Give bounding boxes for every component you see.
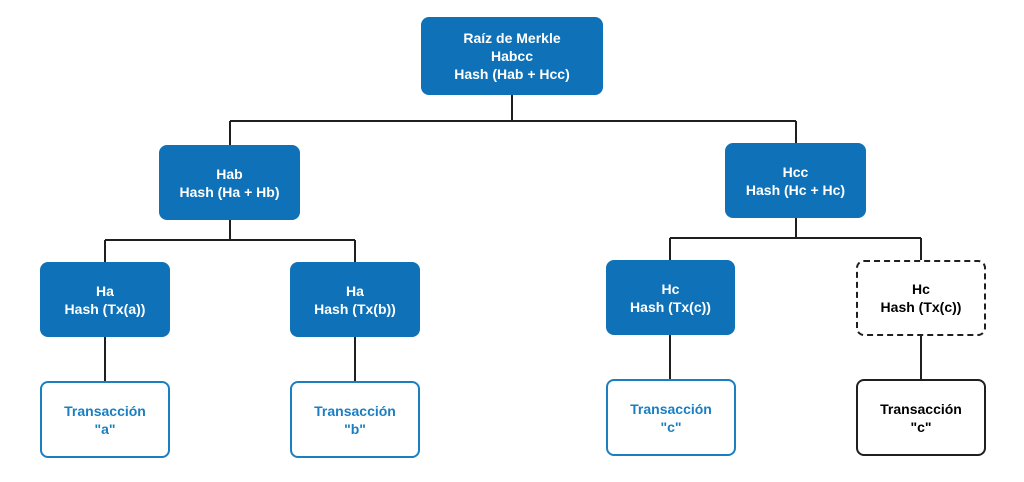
node-line: "a" xyxy=(94,420,116,437)
node-line: Hash (Tx(c)) xyxy=(880,299,962,315)
node-line: Transacción xyxy=(630,400,712,417)
transaction-b-node: Transacción "b" xyxy=(290,381,420,458)
node-line: Hc xyxy=(912,281,930,297)
node-line: Hc xyxy=(661,280,680,297)
hc-node: Hc Hash (Tx(c)) xyxy=(606,260,735,335)
node-line: "c" xyxy=(660,418,682,435)
edge-hcc-children xyxy=(669,218,922,260)
node-line: Hash (Tx(b)) xyxy=(314,300,396,317)
hab-node: Hab Hash (Ha + Hb) xyxy=(159,145,300,220)
node-line: "c" xyxy=(910,418,932,435)
node-line: Hash (Tx(a)) xyxy=(64,300,146,317)
node-line: Hash (Hc + Hc) xyxy=(745,181,846,198)
node-line: Ha xyxy=(96,282,114,299)
node-line: Habcc xyxy=(490,48,534,64)
node-line: Hab xyxy=(216,165,243,182)
transaction-c-duplicate-node: Transacción "c" xyxy=(856,379,986,456)
node-line: Transacción xyxy=(314,402,396,419)
hc-duplicate-node: Hc Hash (Tx(c)) xyxy=(856,260,986,336)
node-line: Transacción xyxy=(64,402,146,419)
transaction-a-node: Transacción "a" xyxy=(40,381,170,458)
hb-node: Ha Hash (Tx(b)) xyxy=(290,262,420,337)
merkle-root-node: Raíz de Merkle Habcc Hash (Hab + Hcc) xyxy=(421,17,603,95)
node-line: Raíz de Merkle xyxy=(463,30,561,46)
node-line: Hash (Tx(c)) xyxy=(630,298,711,315)
transaction-c-node: Transacción "c" xyxy=(606,379,736,456)
node-line: Hcc xyxy=(782,163,809,180)
ha-node: Ha Hash (Tx(a)) xyxy=(40,262,170,337)
node-line: Ha xyxy=(346,282,364,299)
node-line: Transacción xyxy=(880,400,962,417)
edge-hab-children xyxy=(104,220,356,262)
edge-root-children xyxy=(229,95,797,145)
node-line: "b" xyxy=(344,420,366,437)
hcc-node: Hcc Hash (Hc + Hc) xyxy=(725,143,866,218)
node-line: Hash (Hab + Hcc) xyxy=(454,66,570,82)
node-line: Hash (Ha + Hb) xyxy=(179,183,280,200)
